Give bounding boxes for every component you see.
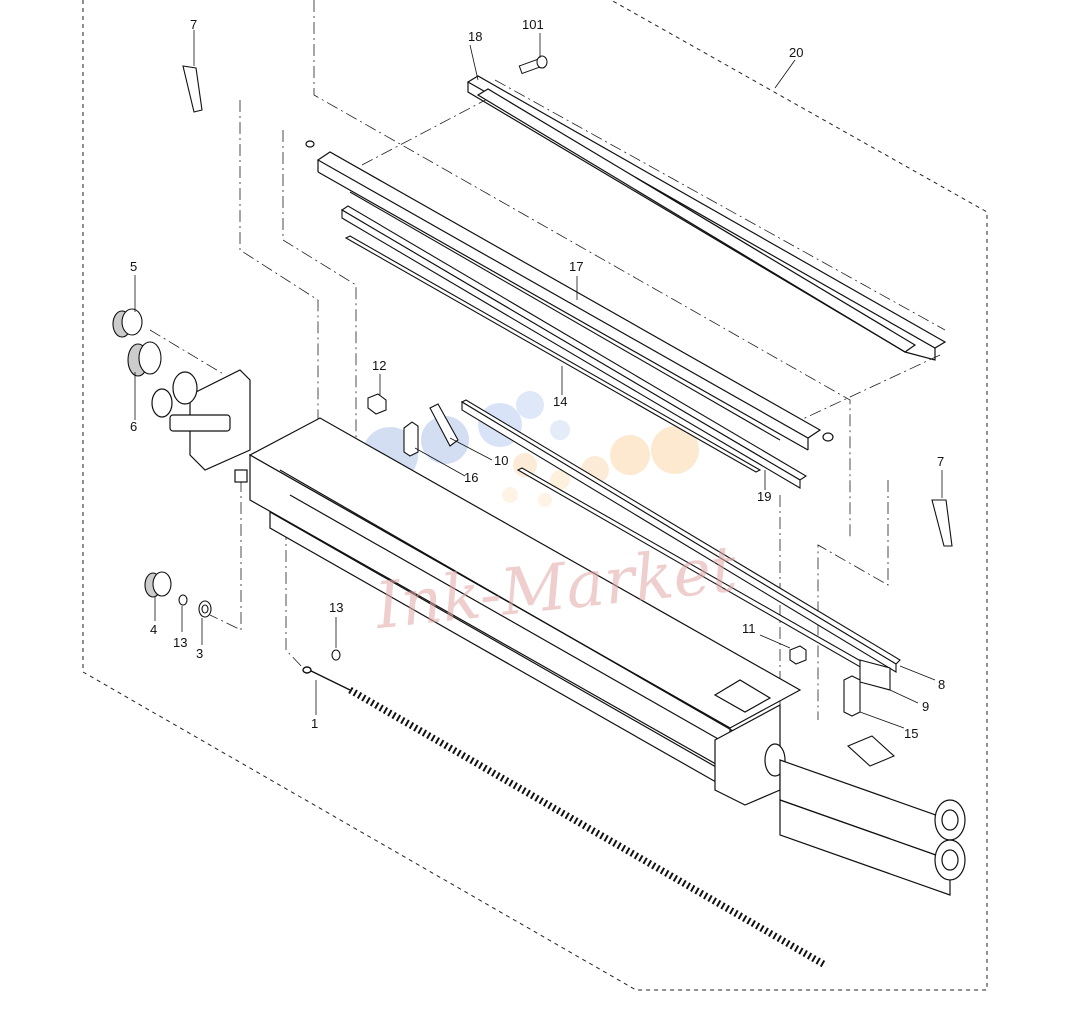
small-blocks [367,393,896,767]
callout-16: 16 [464,470,478,485]
callout-15: 15 [904,726,918,741]
screw-101 [518,55,548,75]
bar-part-17 [305,140,834,451]
rollers [779,759,966,896]
callout-4: 4 [150,622,157,637]
callout-12: 12 [372,358,386,373]
callout-3: 3 [196,646,203,661]
callout-101: 101 [522,17,544,32]
callouts: 1 3 4 5 6 7 7 8 9 10 11 12 13 13 14 15 1… [130,17,945,741]
callout-10: 10 [494,453,508,468]
callout-8: 8 [938,677,945,692]
callout-18: 18 [468,29,482,44]
gears [112,308,341,661]
housing [248,417,802,806]
auger-spring-1 [302,666,827,969]
blade-part-8-9 [460,399,901,691]
drive-end [151,369,251,483]
callout-17: 17 [569,259,583,274]
brackets-7 [182,65,953,547]
callout-5: 5 [130,259,137,274]
callout-9: 9 [922,699,929,714]
strips-part-14 [340,191,808,489]
callout-leaders [134,30,943,729]
callout-13-left: 13 [173,635,187,650]
unit-boundary [82,0,988,991]
callout-20: 20 [789,45,803,60]
callout-7-right: 7 [937,454,944,469]
callout-7-top: 7 [190,17,197,32]
callout-11: 11 [742,621,756,636]
callout-14: 14 [553,394,567,409]
callout-6: 6 [130,419,137,434]
callout-13-mid: 13 [329,600,343,615]
callout-1: 1 [311,716,318,731]
callout-19: 19 [757,489,771,504]
rail-part-18 [466,75,947,361]
